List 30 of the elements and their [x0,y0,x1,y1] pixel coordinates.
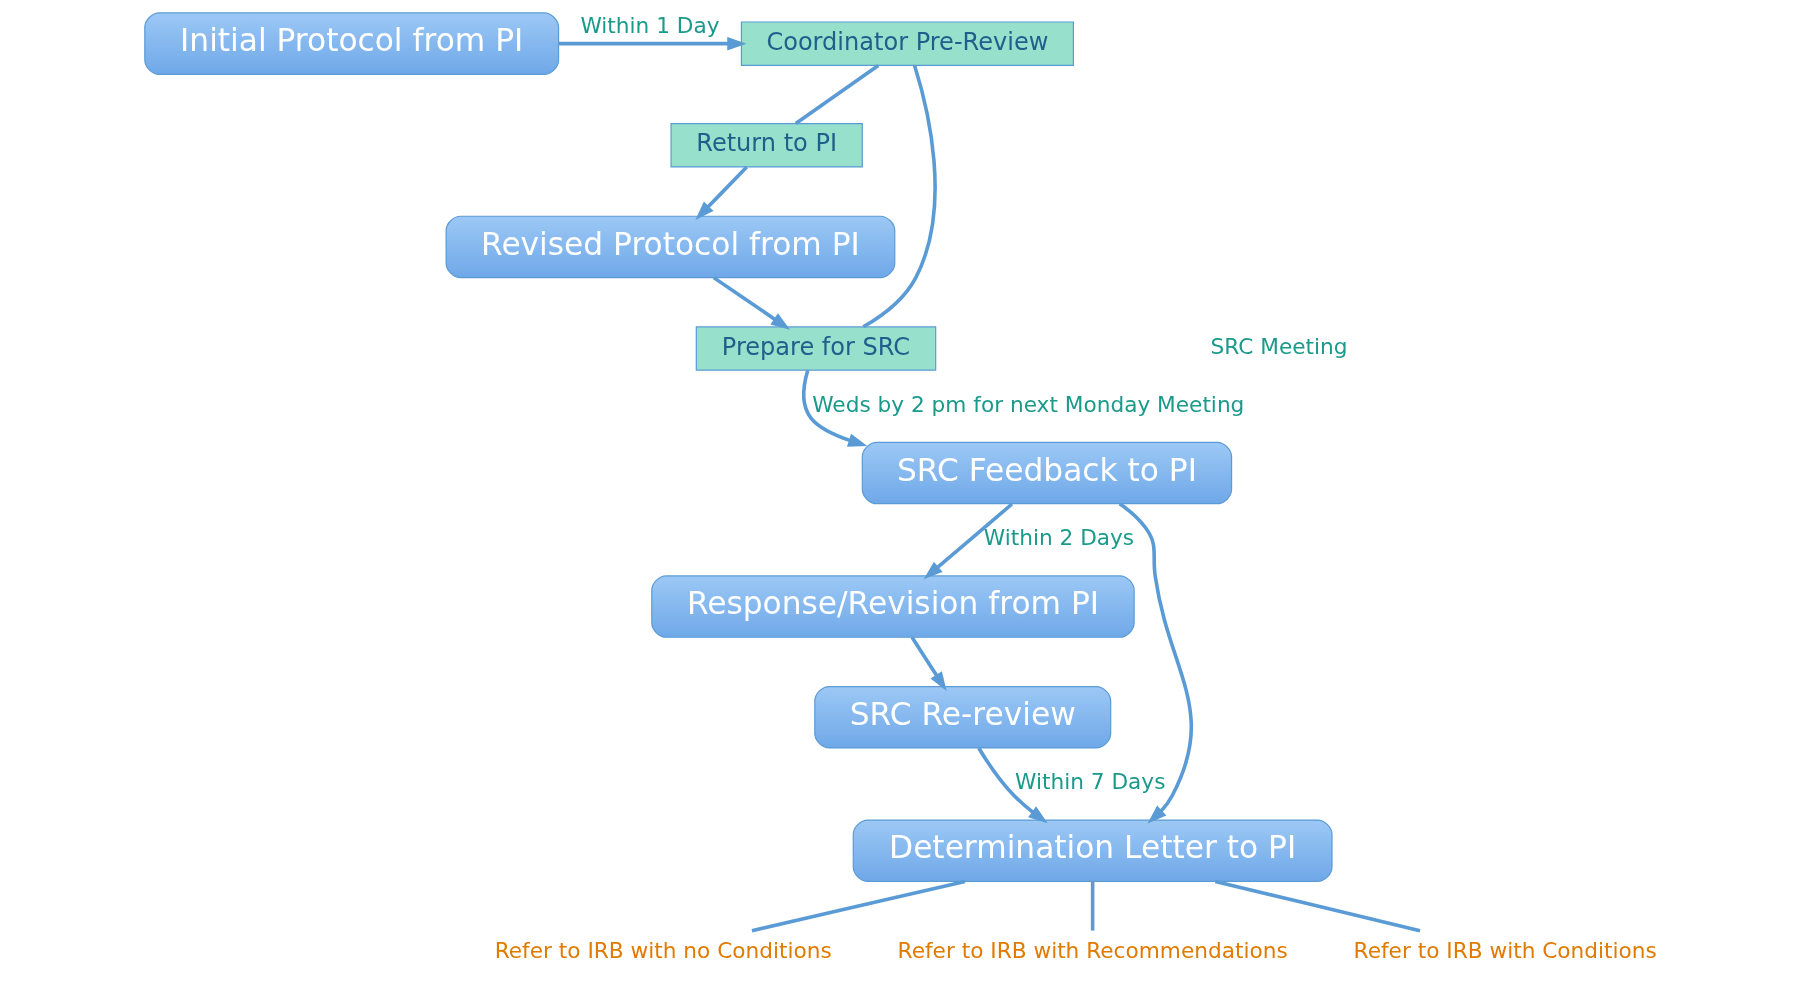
arrow [923,502,1013,580]
node-text: Refer to IRB with no Conditions [494,937,832,963]
arrow [910,636,947,692]
label: SRC Meeting [1210,333,1348,359]
node-box: Coordinator Pre-Review [740,21,1074,66]
edge-label: Within 7 Days [1014,769,1165,795]
connector [794,63,879,126]
node-box: SRC Re-review [813,685,1111,749]
connector [751,879,965,933]
node-text: Refer to IRB with Recommendations [897,937,1288,963]
arrow [1118,502,1193,824]
connector [861,64,937,329]
node-box: Initial Protocol from PI [143,12,559,75]
node-text: Refer to IRB with Conditions [1353,937,1657,963]
arrow [694,165,748,221]
node-box: Revised Protocol from PI [445,215,895,279]
connector [1090,881,1094,931]
node-box: Determination Letter to PI [852,819,1333,882]
node-box: SRC Feedback to PI [861,441,1232,505]
node-box: Response/Revision from PI [650,575,1135,638]
edge-label: Within 1 Day [579,13,720,39]
node-box: Prepare for SRC [695,326,936,371]
arrow [712,276,790,330]
connector [1214,879,1420,933]
arrow [801,369,867,447]
arrow [558,36,747,51]
node-box: Return to PI [669,123,863,168]
arrow [976,747,1048,824]
edge-label: Weds by 2 pm for next Monday Meeting [811,391,1244,417]
edge-label: Within 2 Days [983,525,1134,551]
